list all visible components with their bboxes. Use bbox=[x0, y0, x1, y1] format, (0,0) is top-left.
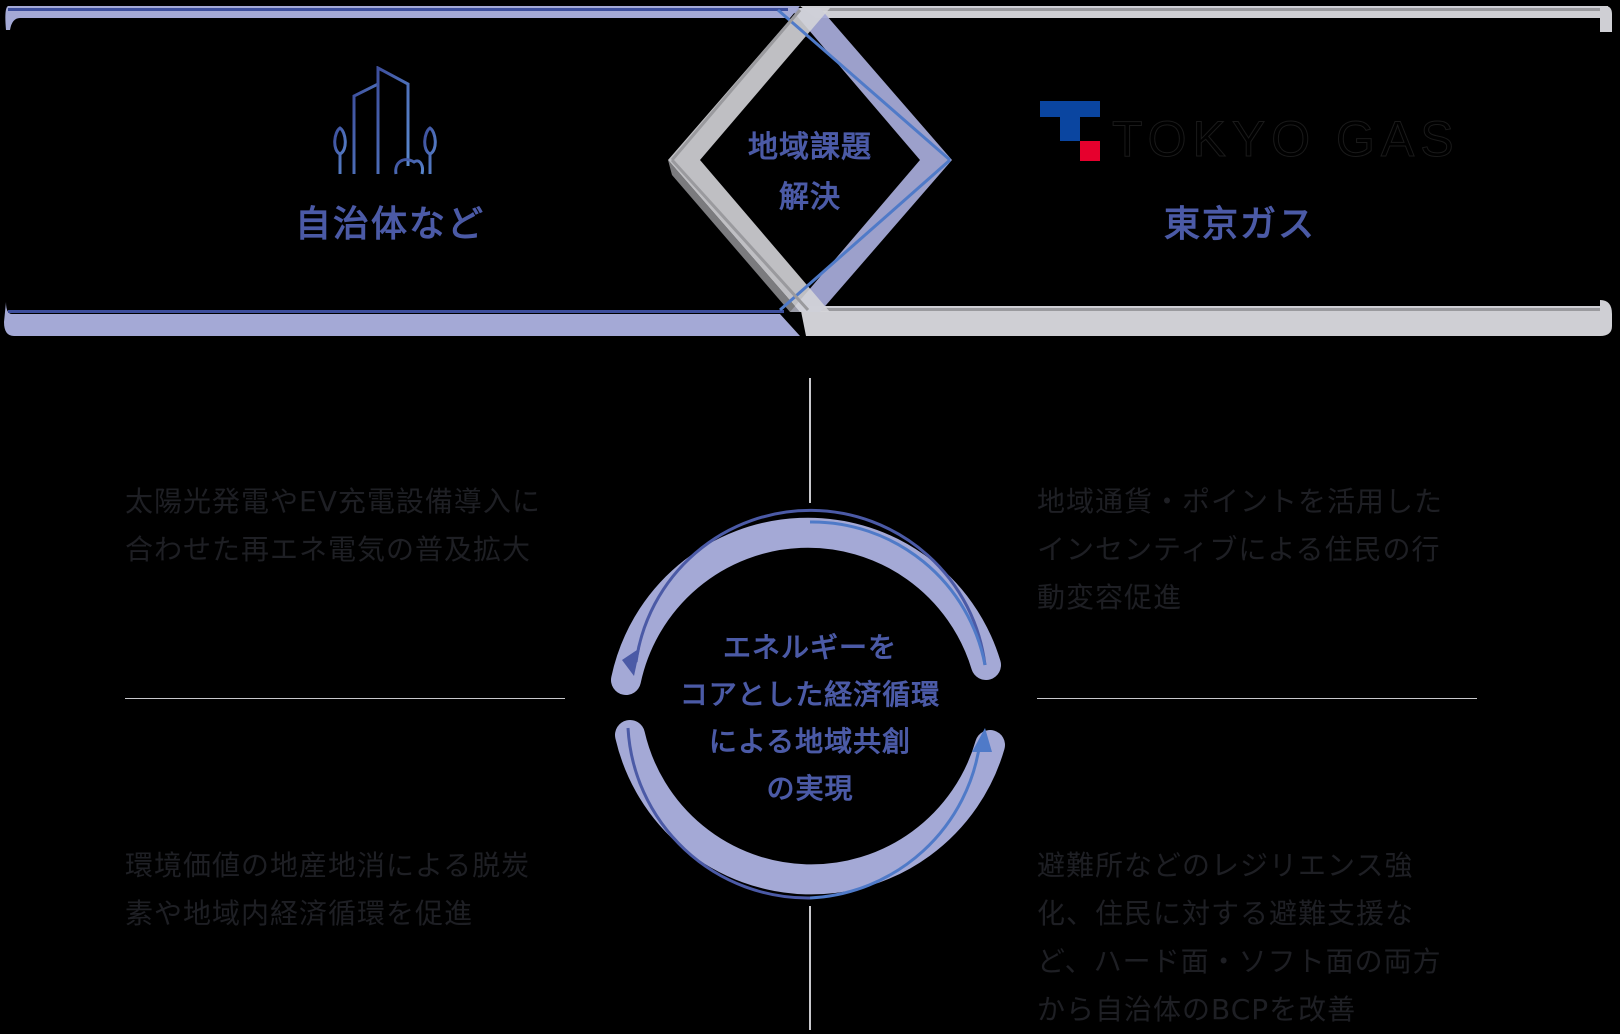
desc-line: から自治体のBCPを改善 bbox=[1037, 993, 1357, 1026]
tokyo-gas-wordmark: TOKYO GAS bbox=[1112, 111, 1460, 168]
desc-line: 素や地域内経済循環を促進 bbox=[125, 897, 474, 930]
desc-line: 避難所などのレジリエンス強 bbox=[1037, 849, 1414, 882]
circular-arrows-icon bbox=[611, 508, 1005, 900]
cycle-label-line: エネルギーを bbox=[722, 631, 897, 664]
cycle-label: エネルギーを コアとした経済循環 による地域共創 の実現 bbox=[650, 624, 970, 812]
quadrant-bottom-right: 避難所などのレジリエンス強 化、住民に対する避難支援な ど、ハード面・ソフト面の… bbox=[1037, 842, 1442, 1034]
right-panel-title: 東京ガス bbox=[1163, 204, 1316, 245]
cycle-label-line: による地域共創 bbox=[708, 725, 912, 758]
quadrant-bottom-left: 環境価値の地産地消による脱炭 素や地域内経済循環を促進 bbox=[125, 842, 530, 938]
quadrant-top-right: 地域通貨・ポイントを活用した インセンティブによる住民の行 動変容促進 bbox=[1037, 478, 1443, 622]
desc-line: インセンティブによる住民の行 bbox=[1037, 533, 1441, 566]
tokyo-gas-t-logo-icon bbox=[1040, 101, 1100, 161]
divider-left bbox=[125, 698, 565, 699]
diamond-label-line1: 地域課題 bbox=[748, 130, 872, 165]
diamond-label: 地域課題 解決 bbox=[710, 123, 910, 223]
desc-line: 太陽光発電やEV充電設備導入に bbox=[125, 485, 541, 518]
divider-right bbox=[1037, 698, 1477, 699]
left-panel-title: 自治体など bbox=[294, 204, 485, 245]
desc-line: 環境価値の地産地消による脱炭 bbox=[125, 849, 531, 882]
diamond-label-line2: 解決 bbox=[779, 180, 841, 215]
city-building-icon bbox=[332, 66, 440, 177]
desc-line: 化、住民に対する避難支援な bbox=[1037, 897, 1415, 930]
desc-line: 地域通貨・ポイントを活用した bbox=[1037, 485, 1444, 518]
left-panel-frame bbox=[4, 6, 830, 336]
right-panel-frame bbox=[790, 6, 1612, 336]
cycle-label-line: の実現 bbox=[766, 772, 854, 805]
diamond-outline bbox=[670, 8, 951, 312]
cycle-label-line: コアとした経済循環 bbox=[679, 678, 941, 711]
quadrant-top-left: 太陽光発電やEV充電設備導入に 合わせた再エネ電気の普及拡大 bbox=[125, 478, 541, 574]
divider-top bbox=[809, 378, 811, 503]
desc-line: ど、ハード面・ソフト面の両方 bbox=[1037, 945, 1442, 978]
desc-line: 合わせた再エネ電気の普及拡大 bbox=[125, 533, 532, 566]
divider-bottom bbox=[809, 906, 811, 1030]
desc-line: 動変容促進 bbox=[1037, 581, 1183, 614]
